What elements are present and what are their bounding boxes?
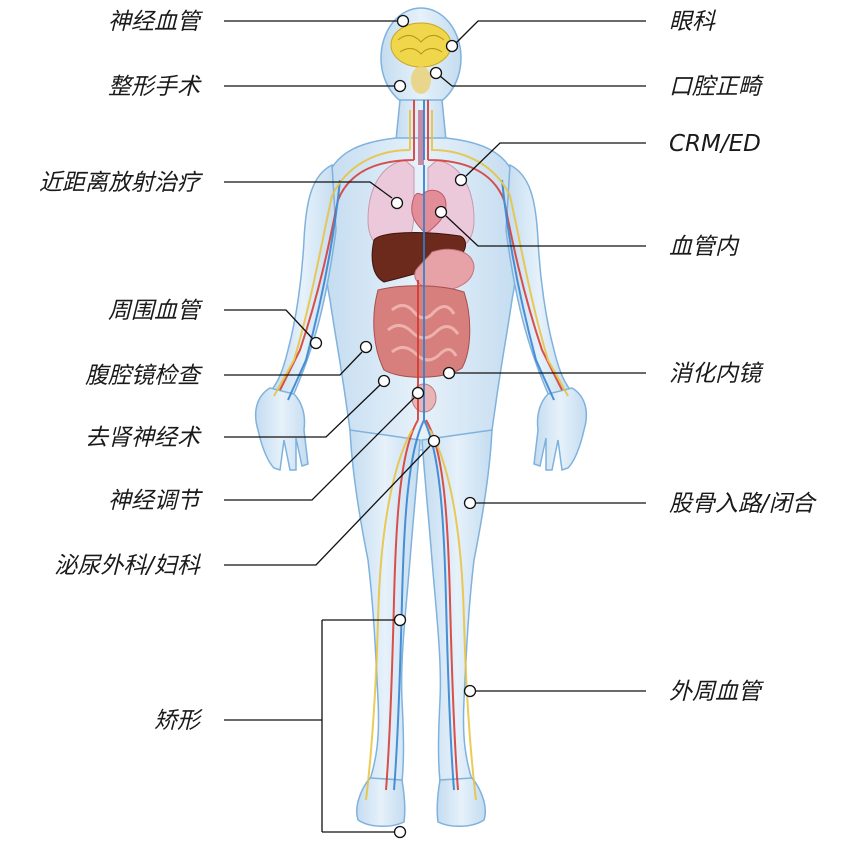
label-endovascular: 血管内 [669,233,738,261]
label-laparoscopy: 腹腔镜检查 [85,362,200,390]
marker-urology-gynecology [429,436,440,447]
label-urology-gynecology: 泌尿外科/妇科 [54,552,200,580]
marker-endovascular [436,207,447,218]
label-brachytherapy: 近距离放射治疗 [39,169,200,197]
marker-orthopedics-knee [395,615,406,626]
label-peripheral-vascular-2: 外周血管 [669,678,761,706]
label-neurovascular: 神经血管 [108,8,200,36]
marker-oral-orthodontics [431,68,442,79]
label-renal-denervation: 去肾神经术 [85,424,200,452]
marker-ophthalmology [447,41,458,52]
marker-peripheral-vascular-2 [465,686,476,697]
marker-crm-ed [456,175,467,186]
marker-renal-denervation [379,376,390,387]
marker-orthopedics-foot [395,827,406,838]
label-ophthalmology: 眼科 [669,8,715,36]
label-plastic-surgery: 整形手术 [108,73,200,101]
label-crm-ed: CRM/ED [669,130,761,158]
label-gastroenterology: 消化内镜 [669,360,761,388]
marker-peripheral-vascular [311,338,322,349]
marker-brachytherapy [392,198,403,209]
marker-neurovascular [398,16,409,27]
marker-laparoscopy [361,342,372,353]
leader-oral-orthodontics [440,76,646,86]
label-oral-orthodontics: 口腔正畸 [669,73,761,101]
label-neuromodulation: 神经调节 [108,487,200,515]
leader-ophthalmology [456,21,646,43]
marker-gastroenterology [444,368,455,379]
marker-plastic-surgery [395,81,406,92]
label-peripheral-vascular: 周围血管 [108,297,200,325]
marker-neuromodulation [413,388,424,399]
label-femoral-access: 股骨入路/闭合 [669,490,815,518]
marker-femoral-access [465,498,476,509]
label-orthopedics: 矫形 [154,707,200,735]
